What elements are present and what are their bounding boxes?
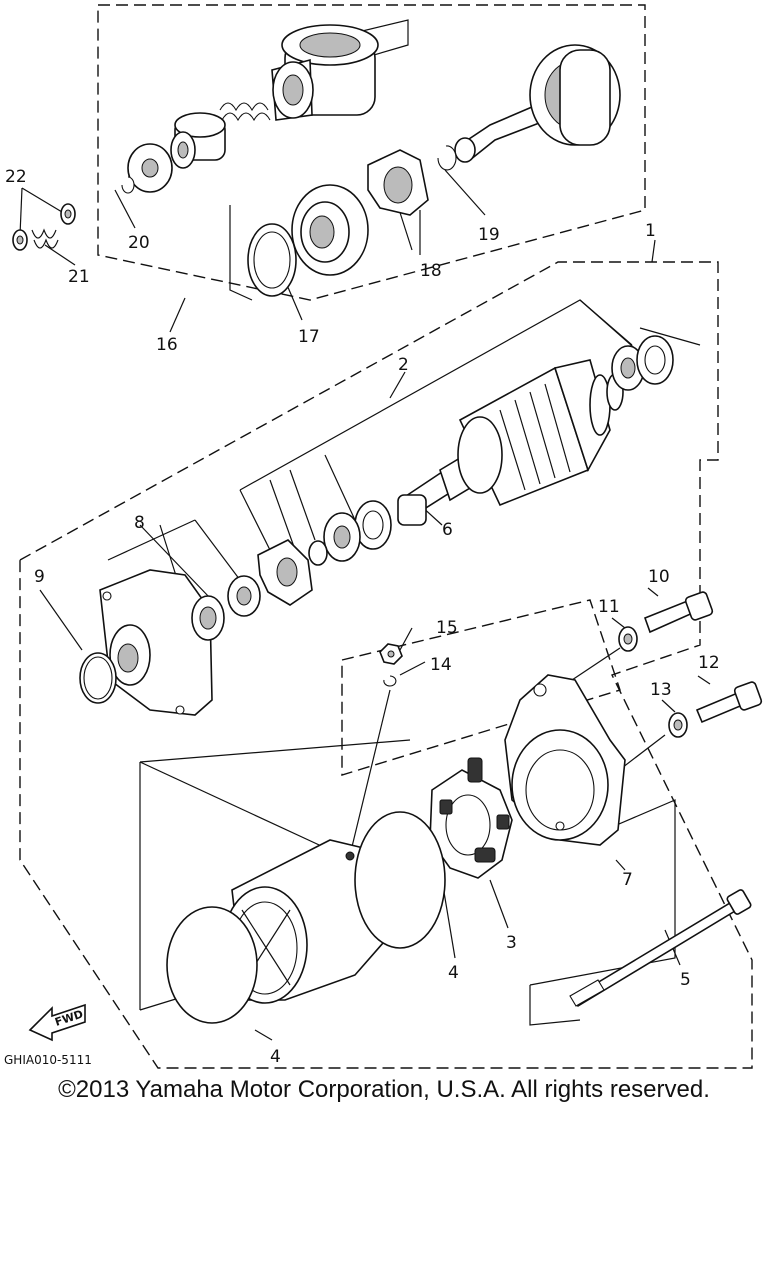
group-16-outline — [97, 4, 646, 301]
gasket-4-left — [166, 906, 258, 1024]
callout-7: 7 — [622, 870, 633, 890]
leader-lines — [19, 19, 711, 1041]
gasket-4-right — [354, 811, 446, 949]
group-1-outline — [19, 261, 753, 1069]
o-ring-9 — [79, 652, 117, 704]
callout-20: 20 — [128, 233, 150, 253]
exploded-parts-diagram: FWD GHIA010-5111 1 2 3 4 4 5 6 7 8 9 10 … — [4, 4, 763, 1069]
shim-left-3 — [308, 540, 328, 566]
bearing-washer-top — [127, 143, 173, 193]
group-14-15-outline — [341, 599, 621, 776]
fwd-arrow-icon: FWD — [28, 1003, 86, 1042]
brush-holder — [429, 757, 513, 879]
callout-21: 21 — [68, 267, 90, 287]
spring-small — [219, 102, 271, 122]
callout-4a: 4 — [448, 963, 459, 983]
callout-17: 17 — [298, 327, 320, 347]
callout-2: 2 — [398, 355, 409, 375]
shim-top-2 — [636, 335, 674, 385]
callout-10: 10 — [648, 567, 670, 587]
gasket-17 — [247, 223, 297, 297]
retainer-plate-left — [257, 539, 313, 606]
washer-13 — [668, 712, 688, 738]
callout-1: 1 — [645, 221, 656, 241]
washer-11 — [618, 626, 638, 652]
callout-19: 19 — [478, 225, 500, 245]
circlip-20 — [121, 176, 135, 194]
pinion-collar — [170, 112, 226, 169]
planet-ring-gear — [291, 184, 369, 276]
shim-left-1 — [354, 500, 392, 550]
seal-8 — [227, 575, 261, 617]
callout-8: 8 — [134, 513, 145, 533]
callout-9: 9 — [34, 567, 45, 587]
circlip-19 — [437, 145, 457, 171]
diagram-code: GHIA010-5111 — [4, 1053, 92, 1067]
through-bolt-5 — [569, 889, 752, 1008]
callout-5: 5 — [680, 970, 691, 990]
washer-22-right — [60, 203, 76, 225]
callout-14: 14 — [430, 655, 452, 675]
bearing-8 — [191, 595, 225, 641]
callout-13: 13 — [650, 680, 672, 700]
callout-12: 12 — [698, 653, 720, 673]
bolt-10 — [643, 591, 714, 634]
callout-4b: 4 — [270, 1047, 281, 1067]
callout-18: 18 — [420, 261, 442, 281]
washer-22-left — [12, 229, 28, 251]
callout-22: 22 — [5, 167, 27, 187]
rear-cover — [504, 674, 626, 846]
copyright-notice: ©2013 Yamaha Motor Corporation, U.S.A. A… — [58, 1076, 710, 1103]
nut-15 — [379, 643, 403, 665]
callout-11: 11 — [598, 597, 620, 617]
output-shaft-gear — [454, 44, 621, 163]
washer-14 — [383, 675, 397, 687]
armature — [397, 359, 624, 526]
callout-16: 16 — [156, 335, 178, 355]
pinion-clutch-assembly — [271, 24, 379, 121]
callout-15: 15 — [436, 618, 458, 638]
spring-21 — [31, 228, 59, 249]
front-cover — [99, 569, 213, 716]
bolt-12 — [695, 681, 763, 724]
callout-6: 6 — [442, 520, 453, 540]
shim-left-2 — [323, 512, 361, 562]
callout-3: 3 — [506, 933, 517, 953]
retainer-plate-18 — [367, 149, 429, 216]
shim-top-1 — [611, 345, 645, 391]
